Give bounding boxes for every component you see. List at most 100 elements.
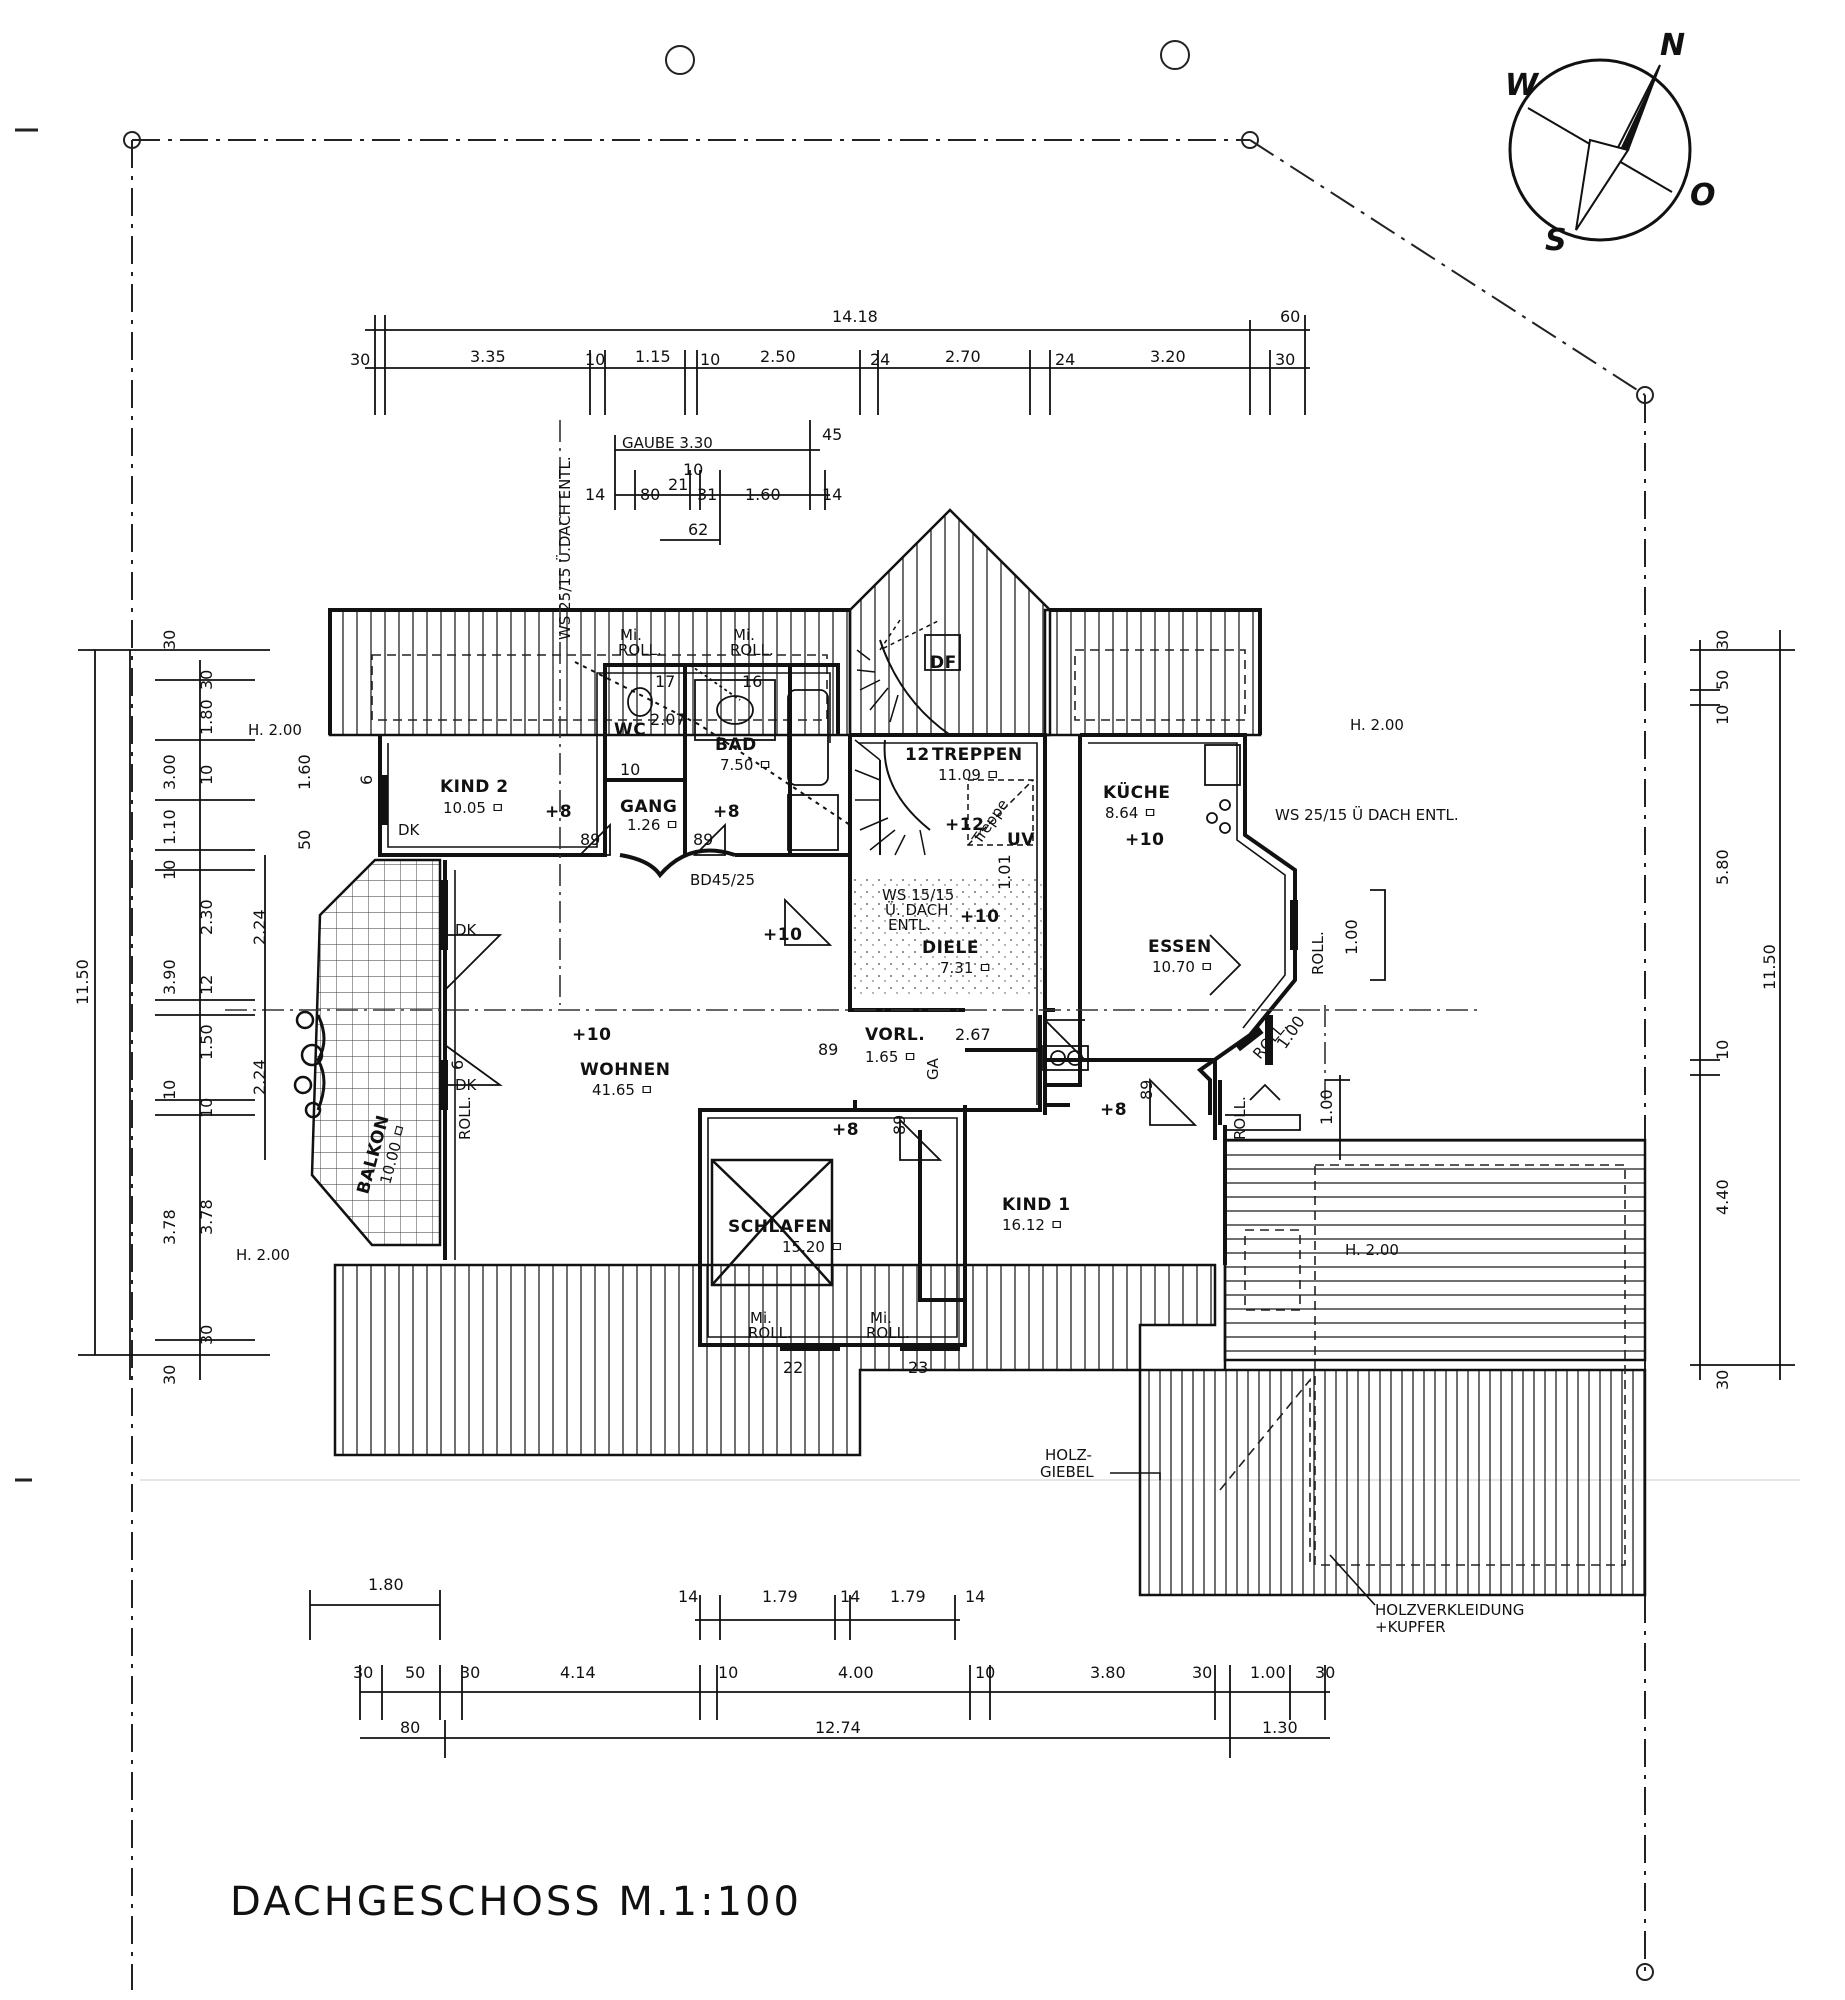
dim-top-9: 3.20 xyxy=(1150,347,1186,366)
room-kueche-name: KÜCHE xyxy=(1103,781,1171,803)
mi-roll-4a: Mi. xyxy=(870,1309,892,1327)
dim-right-a-4: 10 xyxy=(1713,1040,1732,1060)
roll-label-kind1: ROLL. xyxy=(1231,1096,1249,1140)
room-kind1-area: 16.12 ㅁ xyxy=(1002,1216,1064,1234)
dim-top-6: 24 xyxy=(870,350,890,369)
room-treppen-area: 11.09 ㅁ xyxy=(938,766,1000,784)
dim-bottom-3-6: 10 xyxy=(975,1663,995,1682)
dimension-lines xyxy=(78,315,1795,1758)
roll-label-essen: ROLL. xyxy=(1309,931,1327,975)
dim-left-b-4: 50 xyxy=(295,830,314,850)
room-bad-level: +8 xyxy=(713,802,740,822)
room-kind1-name: KIND 1 xyxy=(1002,1195,1071,1215)
ws-dach-note: WS 25/15 Ü.DACH ENTL. xyxy=(555,456,574,640)
mi-roll-3b: ROLL. xyxy=(748,1324,792,1342)
dim-left-a-0: 30 xyxy=(160,630,179,650)
h200-right: H. 2.00 xyxy=(1350,716,1404,734)
room-essen-area: 10.70 ㅁ xyxy=(1152,958,1214,976)
room-diele-level: +10 xyxy=(960,907,999,927)
compass-o: O xyxy=(1690,178,1716,213)
room-gang-area: 1.26 ㅁ xyxy=(627,816,679,834)
windows xyxy=(380,775,1298,1351)
dormer-dashed xyxy=(371,649,1626,1566)
dim-gaube-62: 62 xyxy=(688,520,708,539)
dim-left-b-9: 3.78 xyxy=(197,1199,216,1235)
dim-misc-23: 23 xyxy=(908,1358,928,1377)
dim-bottom-3-2: 30 xyxy=(460,1663,480,1682)
dim-left-c-1: 2.24 xyxy=(250,1059,269,1095)
dim-left-a-5: 10 xyxy=(160,1080,179,1100)
dim-bottom-3-7: 3.80 xyxy=(1090,1663,1126,1682)
dim-right-a-5: 4.40 xyxy=(1713,1179,1732,1215)
dim-misc-22: 22 xyxy=(783,1358,803,1377)
drawing-title: DACHGESCHOSS M.1:100 xyxy=(230,1879,802,1925)
axis-lines xyxy=(225,420,1480,1100)
dim-bottom-2-1: 1.79 xyxy=(762,1587,798,1606)
roof-areas xyxy=(328,508,1647,1597)
dim-left-b-7: 1.50 xyxy=(197,1024,216,1060)
dim-left-a-1: 3.00 xyxy=(160,754,179,790)
dim-right-misc-1: 1.00 xyxy=(1317,1089,1336,1125)
room-gang-name: GANG xyxy=(620,797,677,817)
dim-bottom-2-4: 14 xyxy=(965,1587,985,1606)
compass-s: S xyxy=(1545,223,1567,258)
bd-label: BD45/25 xyxy=(690,871,755,889)
room-wohnen-level2: +10 xyxy=(763,925,802,945)
building-walls xyxy=(328,608,1297,1347)
holzgiebel-line1: HOLZ- xyxy=(1045,1446,1092,1464)
boundary-markers xyxy=(123,40,1654,1981)
dim-top-0: 30 xyxy=(350,350,370,369)
holzverkleidung-line2: +KUPFER xyxy=(1375,1618,1446,1636)
dim-top-10: 30 xyxy=(1275,350,1295,369)
room-kind2-area: 10.05 ㅁ xyxy=(443,799,505,817)
dim-misc-267: 2.67 xyxy=(955,1025,991,1044)
ws-diele-line1: WS 15/15 xyxy=(882,886,954,904)
diele-floor xyxy=(852,875,1042,995)
room-schlafen-name: SCHLAFEN xyxy=(728,1217,832,1237)
mi-roll-1a: Mi. xyxy=(620,626,642,644)
dim-misc-89-c: 89 xyxy=(818,1040,838,1059)
sanitary-fixtures xyxy=(627,634,1241,1071)
room-kind2-level: +8 xyxy=(545,802,572,822)
dim-right-a-6: 30 xyxy=(1713,1370,1732,1390)
dim-left-total: 11.50 xyxy=(73,959,92,1005)
dim-bottom-3-3: 4.14 xyxy=(560,1663,596,1682)
dim-bottom-3-1: 50 xyxy=(405,1663,425,1682)
mi-roll-3a: Mi. xyxy=(750,1309,772,1327)
dim-misc-6-b: 6 xyxy=(448,1060,467,1070)
dim-left-b-1: 1.80 xyxy=(197,699,216,735)
holzverkleidung-line1: HOLZVERKLEIDUNG xyxy=(1375,1601,1524,1619)
dim-bottom-4-0: 80 xyxy=(400,1718,420,1737)
dim-left-c-0: 2.24 xyxy=(250,909,269,945)
room-labels: KIND 2 10.05 ㅁ +8 WC BAD 7.50 ㅁ +8 GANG … xyxy=(354,720,1214,1256)
dim-bottom-2-0: 14 xyxy=(678,1587,698,1606)
dimension-texts: 14.18 60 30 3.35 10 1.15 10 2.50 24 2.70… xyxy=(73,307,1779,1737)
roll-label-wohnen: ROLL. xyxy=(456,1096,474,1140)
mi-roll-2b: ROLL. xyxy=(730,641,774,659)
room-treppen-count: 12 xyxy=(905,745,930,765)
dim-bottom-4-1: 12.74 xyxy=(815,1718,861,1737)
dim-bottom-3-5: 4.00 xyxy=(838,1663,874,1682)
dim-left-a-6: 3.78 xyxy=(160,1209,179,1245)
dim-gaube-4: 31 xyxy=(697,485,717,504)
dim-gaube-2: 21 xyxy=(668,475,688,494)
h200-right-lower: H. 2.00 xyxy=(1345,1241,1399,1259)
dim-left-b-3: 1.60 xyxy=(295,754,314,790)
dim-misc-16: 16 xyxy=(742,672,762,691)
dk-label-3: DK xyxy=(455,1076,478,1094)
dim-gaube-3: 10 xyxy=(683,460,703,479)
dim-left-b-0: 30 xyxy=(197,670,216,690)
dim-bottom-2-2: 14 xyxy=(840,1587,860,1606)
dim-gaube-6: 14 xyxy=(822,485,842,504)
room-vorl-name: VORL. xyxy=(865,1025,925,1045)
dim-misc-207: 2.07 xyxy=(650,710,686,729)
room-wohnen-level: +10 xyxy=(572,1025,611,1045)
dim-bottom-3-10: 30 xyxy=(1315,1663,1335,1682)
dim-right-misc-0: 1.00 xyxy=(1342,919,1361,955)
dim-top-3: 1.15 xyxy=(635,347,671,366)
dim-top-60: 60 xyxy=(1280,307,1300,326)
room-kind1-level: +8 xyxy=(1100,1100,1127,1120)
dim-left-b-2: 10 xyxy=(197,765,216,785)
dim-left-b-10: 30 xyxy=(197,1325,216,1345)
mi-roll-4b: ROLL. xyxy=(866,1324,910,1342)
